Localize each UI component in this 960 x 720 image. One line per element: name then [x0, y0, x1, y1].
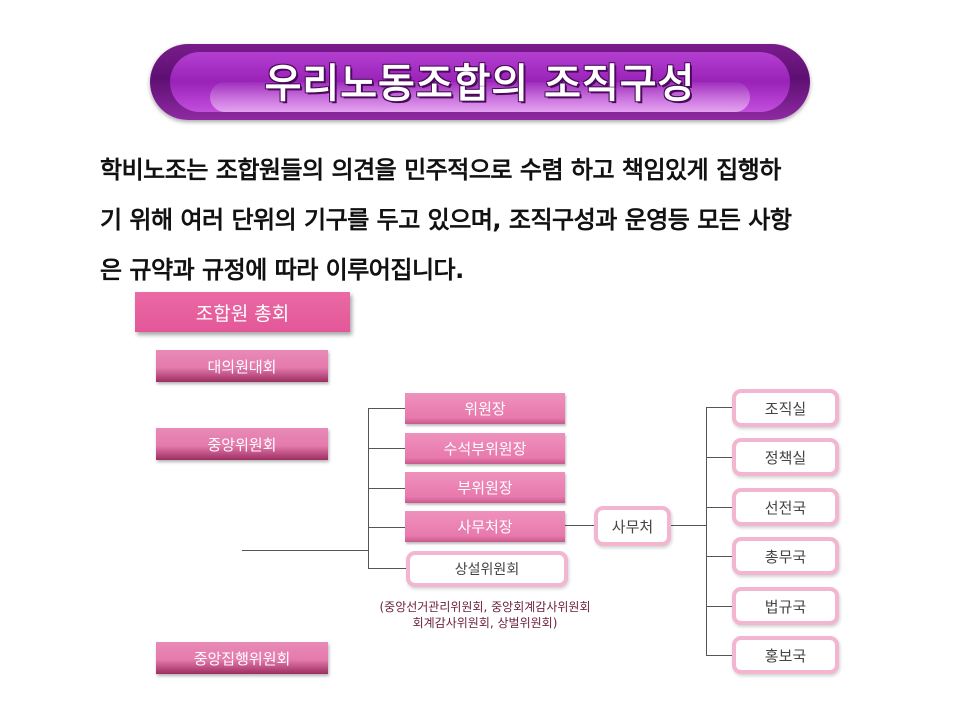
- box-dept-publicity: 선전국: [732, 488, 839, 526]
- connector-first-vice: [368, 448, 405, 449]
- box-central-committee: 중앙위원회: [156, 428, 328, 460]
- box-vice-chair: 부위원장: [405, 472, 565, 503]
- box-dept-organization: 조직실: [732, 389, 839, 427]
- connector-right-vertical: [706, 407, 707, 655]
- connector-dept-4: [706, 556, 732, 557]
- page-title: 우리노동조합의 조직구성: [264, 61, 696, 107]
- connector-vice: [368, 488, 405, 489]
- box-dept-regulations: 법규국: [732, 587, 839, 625]
- intro-line-3: 은 규약과 규정에 따라 이루어집니다.: [100, 256, 464, 284]
- box-secretary-general: 사무처장: [405, 511, 565, 542]
- box-secretariat: 사무처: [594, 506, 671, 546]
- box-dept-policy: 정책실: [732, 438, 839, 476]
- connector-dept-5: [706, 606, 732, 607]
- connector-secretary-general: [368, 527, 405, 528]
- box-dept-general-affairs: 총무국: [732, 537, 839, 575]
- connector-secretariat-out: [670, 525, 706, 526]
- box-dept-public-relations: 홍보국: [732, 636, 839, 674]
- box-standing-committee: 상설위원회: [406, 551, 568, 587]
- connector-standing-committee: [368, 568, 408, 569]
- connector-left-horizontal: [242, 550, 368, 551]
- box-central-executive: 중앙집행위원회: [156, 642, 328, 674]
- box-first-vice-chair: 수석부위원장: [405, 433, 565, 464]
- box-chair: 위원장: [405, 393, 565, 424]
- connector-dept-1: [706, 407, 732, 408]
- intro-line-2: 기 위해 여러 단위의 기구를 두고 있으며, 조직구성과 운영등 모든 사항: [100, 206, 792, 234]
- connector-to-secretariat: [565, 525, 595, 526]
- connector-dept-2: [706, 457, 732, 458]
- connector-dept-3: [706, 507, 732, 508]
- connector-chair: [368, 408, 405, 409]
- box-general-assembly: 조합원 총회: [135, 292, 350, 332]
- connector-dept-6: [706, 655, 732, 656]
- standing-committee-note-2: 회계감사위원회, 상벌위원회): [412, 616, 558, 630]
- title-banner-gloss: [210, 82, 750, 112]
- standing-committee-note-1: (중앙선거관리위원회, 중앙회계감사위원회: [379, 600, 591, 614]
- intro-line-1: 학비노조는 조합원들의 의견을 민주적으로 수렴 하고 책임있게 집행하: [100, 156, 781, 184]
- box-delegates: 대의원대회: [156, 350, 328, 382]
